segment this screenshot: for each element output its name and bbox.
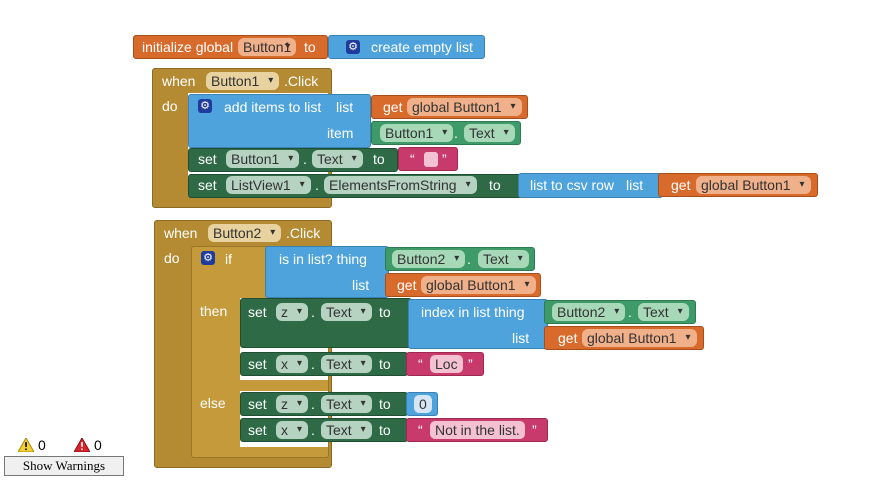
event2-do-label: do bbox=[164, 250, 180, 266]
dot-label: . bbox=[467, 251, 471, 267]
set-to-label: to bbox=[379, 304, 391, 320]
x-component-dropdown[interactable]: x bbox=[276, 355, 308, 373]
thing-component-dropdown[interactable]: Button2 bbox=[552, 303, 626, 321]
z-property-dropdown[interactable]: Text bbox=[321, 303, 372, 321]
index-in-list-label: index in list thing bbox=[421, 304, 525, 320]
add-items-to-list-block[interactable] bbox=[188, 94, 371, 148]
get-label: get bbox=[383, 99, 403, 115]
z-component-dropdown[interactable]: z bbox=[276, 303, 308, 321]
z-component-dropdown[interactable]: z bbox=[276, 395, 308, 413]
error-triangle-icon bbox=[74, 438, 90, 452]
set2-property-dropdown[interactable]: ElementsFromString bbox=[324, 176, 477, 194]
set-label: set bbox=[248, 356, 267, 372]
get-label: get bbox=[558, 330, 578, 346]
global-var-dropdown[interactable]: global Button1 bbox=[582, 329, 697, 347]
is-in-list-label: is in list? thing bbox=[279, 251, 367, 267]
index-in-list-block[interactable] bbox=[408, 299, 548, 349]
mutator-gear-icon[interactable]: ⚙ bbox=[201, 251, 215, 265]
global-var-dropdown[interactable]: global Button1 bbox=[696, 176, 811, 194]
event2-event-label: .Click bbox=[286, 225, 321, 241]
event1-component-dropdown[interactable]: Button1 bbox=[206, 72, 280, 90]
is-in-list-list-label: list bbox=[352, 277, 370, 293]
set-to-label: to bbox=[379, 396, 391, 412]
get-label: get bbox=[671, 177, 691, 193]
set-to-label: to bbox=[489, 177, 501, 193]
dot-label: . bbox=[315, 177, 319, 193]
number-zero-field[interactable]: 0 bbox=[414, 395, 432, 413]
else-label: else bbox=[200, 395, 226, 411]
x-property-dropdown[interactable]: Text bbox=[321, 355, 372, 373]
x-property-dropdown[interactable]: Text bbox=[321, 421, 372, 439]
item-property-dropdown[interactable]: Text bbox=[464, 124, 515, 142]
set-label: set bbox=[198, 151, 217, 167]
set-label: set bbox=[248, 396, 267, 412]
thing-property-dropdown[interactable]: Text bbox=[478, 250, 529, 268]
set1-property-dropdown[interactable]: Text bbox=[312, 150, 363, 168]
if-label: if bbox=[225, 251, 232, 267]
event2-component-dropdown[interactable]: Button2 bbox=[208, 224, 282, 242]
dot-label: . bbox=[454, 125, 458, 141]
item-component-dropdown[interactable]: Button1 bbox=[380, 124, 454, 142]
set-label: set bbox=[198, 177, 217, 193]
event2-when-label: when bbox=[164, 225, 198, 241]
warning-indicator[interactable]: 0 bbox=[18, 436, 58, 454]
dot-label: . bbox=[311, 356, 315, 372]
z-property-dropdown[interactable]: Text bbox=[321, 395, 372, 413]
set1-component-dropdown[interactable]: Button1 bbox=[226, 150, 300, 168]
warning-count: 0 bbox=[38, 437, 46, 453]
add-items-label: add items to list bbox=[224, 99, 322, 115]
quote-close: ” bbox=[532, 422, 537, 438]
set-to-label: to bbox=[379, 422, 391, 438]
dot-label: . bbox=[303, 151, 307, 167]
thing-property-dropdown[interactable]: Text bbox=[638, 303, 689, 321]
init-to-label: to bbox=[304, 39, 316, 55]
show-warnings-button[interactable]: Show Warnings bbox=[4, 456, 124, 476]
dot-label: . bbox=[311, 304, 315, 320]
add-items-item-label: item bbox=[327, 125, 354, 141]
text-not-in-list-field[interactable]: Not in the list. bbox=[430, 421, 525, 439]
quote-open: “ bbox=[410, 151, 415, 167]
text-loc-field[interactable]: Loc bbox=[430, 355, 463, 373]
quote-close: ” bbox=[442, 151, 447, 167]
global-var-dropdown[interactable]: global Button1 bbox=[421, 276, 536, 294]
error-indicator[interactable]: 0 bbox=[74, 436, 114, 454]
global-name-field[interactable]: Button1 bbox=[238, 38, 297, 56]
set-to-label: to bbox=[379, 356, 391, 372]
quote-open: “ bbox=[418, 422, 423, 438]
index-list-label: list bbox=[512, 330, 530, 346]
empty-text-field[interactable] bbox=[424, 152, 438, 167]
mutator-gear-icon[interactable]: ⚙ bbox=[198, 99, 212, 113]
csv-list-label: list bbox=[626, 177, 644, 193]
csv-label: list to csv row bbox=[530, 177, 615, 193]
quote-open: “ bbox=[418, 356, 423, 372]
mutator-gear-icon[interactable]: ⚙ bbox=[346, 40, 360, 54]
event1-do-label: do bbox=[162, 98, 178, 114]
list-to-csv-row-block[interactable] bbox=[518, 173, 663, 198]
global-var-dropdown[interactable]: global Button1 bbox=[407, 98, 522, 116]
set-to-label: to bbox=[373, 151, 385, 167]
dot-label: . bbox=[628, 304, 632, 320]
set-label: set bbox=[248, 304, 267, 320]
get-label: get bbox=[397, 277, 417, 293]
thing-component-dropdown[interactable]: Button2 bbox=[392, 250, 466, 268]
warning-triangle-icon bbox=[18, 438, 34, 452]
dot-label: . bbox=[311, 396, 315, 412]
event1-when-label: when bbox=[162, 73, 196, 89]
add-items-list-label: list bbox=[336, 99, 354, 115]
create-empty-list-label: create empty list bbox=[371, 39, 473, 55]
quote-close: ” bbox=[468, 356, 473, 372]
x-component-dropdown[interactable]: x bbox=[276, 421, 308, 439]
then-label: then bbox=[200, 303, 228, 319]
dot-label: . bbox=[311, 422, 315, 438]
set-label: set bbox=[248, 422, 267, 438]
initialize-global-label: initialize global bbox=[142, 39, 234, 55]
event1-event-label: .Click bbox=[284, 73, 319, 89]
set2-component-dropdown[interactable]: ListView1 bbox=[226, 176, 311, 194]
is-in-list-block[interactable] bbox=[265, 246, 389, 298]
error-count: 0 bbox=[94, 437, 102, 453]
